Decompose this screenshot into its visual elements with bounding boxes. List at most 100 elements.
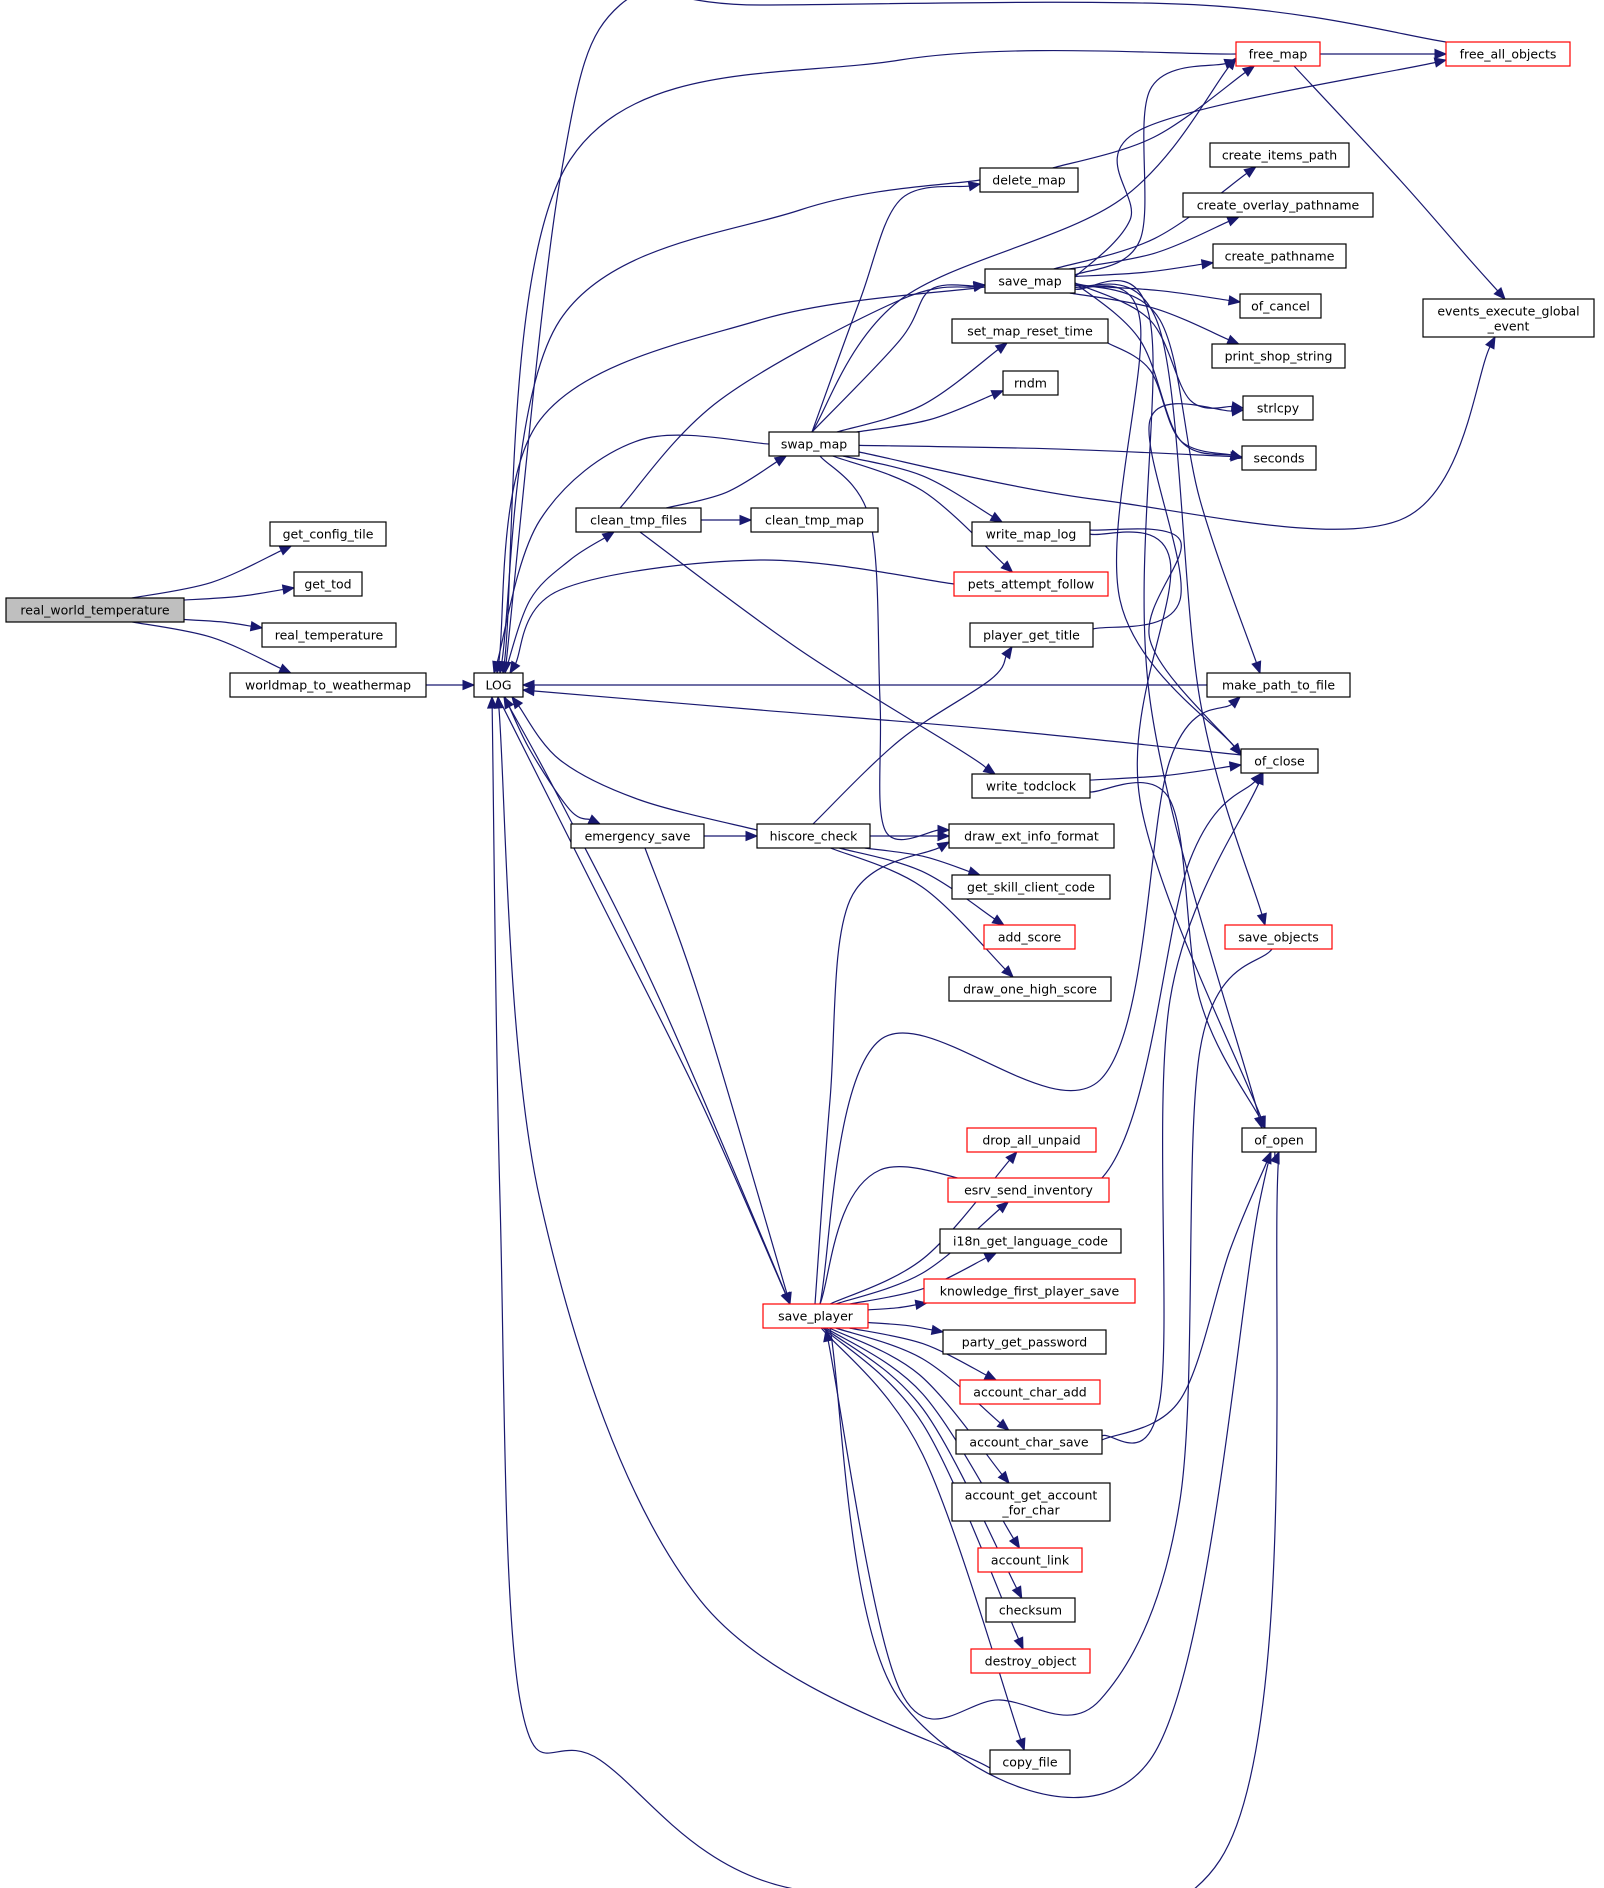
node-get-config-tile[interactable]: get_config_tile: [269, 521, 387, 547]
node-of-close[interactable]: of_close: [1240, 748, 1319, 774]
node-box[interactable]: [969, 622, 1094, 648]
node-add-score[interactable]: add_score: [983, 924, 1076, 950]
node-box[interactable]: [923, 1278, 1136, 1304]
node-player-get-title[interactable]: player_get_title: [969, 622, 1094, 648]
node-box[interactable]: [1212, 243, 1347, 269]
node-box[interactable]: [989, 1749, 1071, 1775]
node-box[interactable]: [293, 571, 363, 597]
node-box[interactable]: [953, 571, 1109, 597]
node-get-tod[interactable]: get_tod: [293, 571, 363, 597]
node-box[interactable]: [977, 1547, 1083, 1573]
node-box[interactable]: [955, 1429, 1103, 1455]
node-save-objects[interactable]: save_objects: [1224, 924, 1333, 950]
node-box[interactable]: [768, 431, 860, 457]
node-delete-map[interactable]: delete_map: [979, 167, 1079, 193]
node-box[interactable]: [979, 167, 1079, 193]
node-box[interactable]: [951, 1482, 1111, 1522]
node-drop-all-unpaid[interactable]: drop_all_unpaid: [966, 1127, 1097, 1153]
node-box[interactable]: [985, 1597, 1076, 1623]
node-pets-attempt-follow[interactable]: pets_attempt_follow: [953, 571, 1109, 597]
node-rndm[interactable]: rndm: [1002, 370, 1059, 396]
node-emergency-save[interactable]: emergency_save: [570, 823, 705, 849]
node-clean-tmp-files[interactable]: clean_tmp_files: [575, 507, 702, 533]
node-account-get-account-for-char[interactable]: account_get_account_for_char: [951, 1482, 1111, 1522]
node-clean-tmp-map[interactable]: clean_tmp_map: [750, 507, 879, 533]
node-box[interactable]: [1209, 142, 1350, 168]
node-create-items-path[interactable]: create_items_path: [1209, 142, 1350, 168]
node-of-open[interactable]: of_open: [1241, 1127, 1317, 1153]
node-save-map[interactable]: save_map: [984, 268, 1076, 294]
node-box[interactable]: [1445, 41, 1571, 67]
node-create-pathname[interactable]: create_pathname: [1212, 243, 1347, 269]
node-box[interactable]: [947, 1177, 1110, 1203]
node-seconds[interactable]: seconds: [1241, 445, 1317, 471]
node-hiscore-check[interactable]: hiscore_check: [756, 823, 871, 849]
node-box[interactable]: [970, 1648, 1091, 1674]
node-box[interactable]: [1241, 1127, 1317, 1153]
node-box[interactable]: [1182, 192, 1374, 218]
node-box[interactable]: [570, 823, 705, 849]
node-box[interactable]: [1224, 924, 1333, 950]
node-box[interactable]: [984, 268, 1076, 294]
node-box[interactable]: [1242, 395, 1314, 421]
node-box[interactable]: [1002, 370, 1059, 396]
node-box[interactable]: [971, 773, 1091, 799]
node-set-map-reset-time[interactable]: set_map_reset_time: [951, 318, 1109, 344]
node-account-char-save[interactable]: account_char_save: [955, 1429, 1103, 1455]
node-draw-ext-info-format[interactable]: draw_ext_info_format: [948, 823, 1115, 849]
node-i18n-get-language-code[interactable]: i18n_get_language_code: [939, 1228, 1122, 1254]
node-copy-file[interactable]: copy_file: [989, 1749, 1071, 1775]
node-box[interactable]: [575, 507, 702, 533]
node-write-todclock[interactable]: write_todclock: [971, 773, 1091, 799]
node-create-overlay-pathname[interactable]: create_overlay_pathname: [1182, 192, 1374, 218]
node-box[interactable]: [942, 1329, 1107, 1355]
node-box[interactable]: [1241, 445, 1317, 471]
node-box[interactable]: [1235, 41, 1321, 67]
node-esrv-send-inventory[interactable]: esrv_send_inventory: [947, 1177, 1110, 1203]
node-get-skill-client-code[interactable]: get_skill_client_code: [951, 874, 1111, 900]
node-box[interactable]: [762, 1303, 869, 1329]
node-of-cancel[interactable]: of_cancel: [1239, 293, 1322, 319]
node-box[interactable]: [959, 1379, 1101, 1405]
node-save-player[interactable]: save_player: [762, 1303, 869, 1329]
node-make-path-to-file[interactable]: make_path_to_file: [1206, 672, 1351, 698]
node-destroy-object[interactable]: destroy_object: [970, 1648, 1091, 1674]
node-box[interactable]: [1422, 298, 1595, 338]
node-free-all-objects[interactable]: free_all_objects: [1445, 41, 1571, 67]
node-box[interactable]: [229, 672, 427, 698]
node-box[interactable]: [939, 1228, 1122, 1254]
node-draw-one-high-score[interactable]: draw_one_high_score: [948, 976, 1112, 1002]
node-box[interactable]: [951, 874, 1111, 900]
node-box[interactable]: [5, 597, 185, 623]
node-box[interactable]: [971, 521, 1091, 547]
node-box[interactable]: [750, 507, 879, 533]
node-strlcpy[interactable]: strlcpy: [1242, 395, 1314, 421]
node-events-execute-global-event[interactable]: events_execute_global_event: [1422, 298, 1595, 338]
node-box[interactable]: [1240, 748, 1319, 774]
node-knowledge-first-player-save[interactable]: knowledge_first_player_save: [923, 1278, 1136, 1304]
node-box[interactable]: [1206, 672, 1351, 698]
node-checksum[interactable]: checksum: [985, 1597, 1076, 1623]
node-box[interactable]: [756, 823, 871, 849]
node-box[interactable]: [948, 976, 1112, 1002]
node-account-link[interactable]: account_link: [977, 1547, 1083, 1573]
node-box[interactable]: [983, 924, 1076, 950]
node-box[interactable]: [948, 823, 1115, 849]
node-print-shop-string[interactable]: print_shop_string: [1211, 343, 1346, 369]
node-box[interactable]: [269, 521, 387, 547]
node-box[interactable]: [951, 318, 1109, 344]
node-real-world-temperature[interactable]: real_world_temperature: [5, 597, 185, 623]
node-real-temperature[interactable]: real_temperature: [261, 622, 397, 648]
node-write-map-log[interactable]: write_map_log: [971, 521, 1091, 547]
node-free-map[interactable]: free_map: [1235, 41, 1321, 67]
node-party-get-password[interactable]: party_get_password: [942, 1329, 1107, 1355]
node-box[interactable]: [1211, 343, 1346, 369]
node-swap-map[interactable]: swap_map: [768, 431, 860, 457]
node-account-char-add[interactable]: account_char_add: [959, 1379, 1101, 1405]
node-LOG[interactable]: LOG: [473, 672, 524, 698]
node-worldmap-to-weathermap[interactable]: worldmap_to_weathermap: [229, 672, 427, 698]
node-box[interactable]: [966, 1127, 1097, 1153]
node-box[interactable]: [261, 622, 397, 648]
node-box[interactable]: [1239, 293, 1322, 319]
node-box[interactable]: [473, 672, 524, 698]
